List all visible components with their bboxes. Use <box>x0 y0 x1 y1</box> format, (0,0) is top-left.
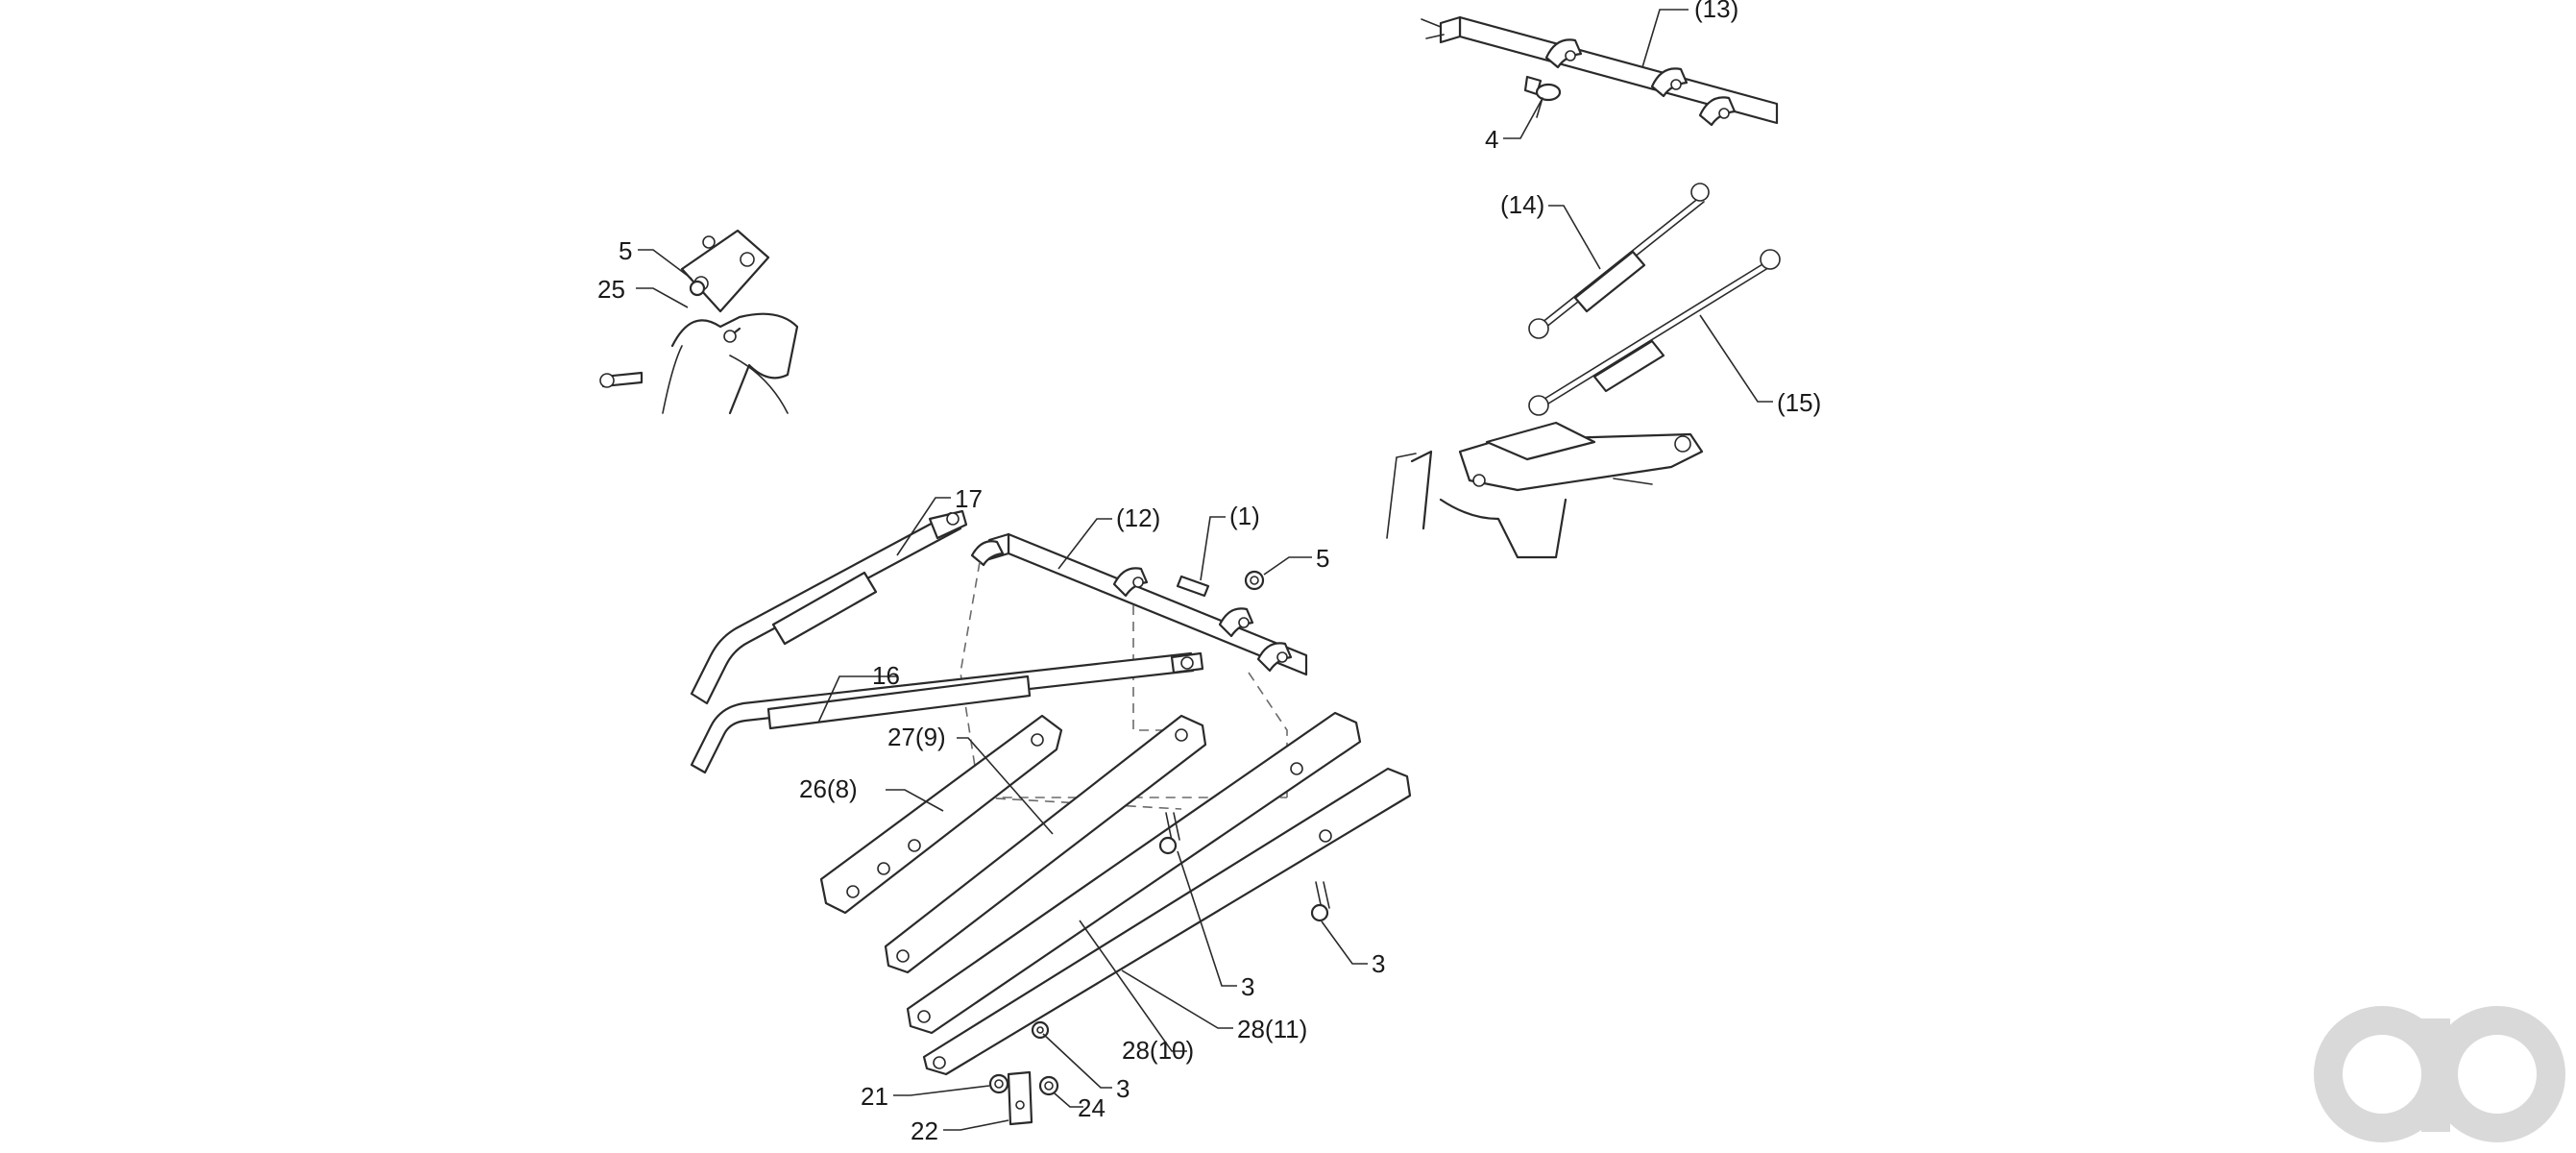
callout-27-9: 27(9) <box>887 723 946 751</box>
part-24-nut <box>1038 1075 1059 1096</box>
part-14-turnbuckle <box>1528 183 1710 339</box>
callout-12: (12) <box>1116 503 1160 532</box>
callout-17: 17 <box>955 484 983 513</box>
part-26-8-arm <box>819 714 1063 915</box>
callout-26-8: 26(8) <box>799 774 858 803</box>
part-22-plate <box>1007 1070 1033 1126</box>
part-1-pin <box>1176 575 1210 598</box>
callout-14: (14) <box>1500 190 1544 219</box>
part-16-top-link <box>690 651 1204 774</box>
part-27-9-arm <box>884 714 1207 974</box>
callout-3-c: 3 <box>1116 1074 1130 1103</box>
callout-24: 24 <box>1078 1093 1106 1122</box>
callout-3-b: 3 <box>1372 949 1385 978</box>
part-28-10-arm <box>906 711 1362 1035</box>
callout-3-a: 3 <box>1241 972 1254 1001</box>
callout-5-lower: 5 <box>1316 544 1329 573</box>
leader-lines <box>636 9 1773 1131</box>
part-5-nut-lower <box>1244 570 1265 591</box>
part-12-crossbar <box>970 532 1308 676</box>
callout-1: (1) <box>1229 502 1260 530</box>
mounting-bracket <box>1386 421 1704 559</box>
callout-15: (15) <box>1777 388 1821 417</box>
callout-16: 16 <box>872 661 900 690</box>
callout-28-11: 28(11) <box>1237 1015 1307 1043</box>
part-21-washer <box>988 1073 1009 1094</box>
part-13-crossbar <box>1421 15 1779 127</box>
part-15-turnbuckle <box>1528 249 1781 416</box>
callout-labels: (13) 4 (14) (15) 5 25 17 (12) (1) 5 16 2… <box>597 0 1821 1145</box>
callout-21: 21 <box>861 1082 888 1111</box>
part-17-top-link <box>690 509 968 705</box>
ao-logo-icon <box>2314 1006 2565 1142</box>
part-3-bolt-b <box>1310 881 1330 922</box>
callout-5-upper: 5 <box>619 236 632 265</box>
callout-28-10: 28(10) <box>1122 1036 1194 1065</box>
part-3-bolt-a <box>1158 812 1180 855</box>
part-5-nut-upper <box>689 280 706 297</box>
callout-4: 4 <box>1485 125 1498 154</box>
callout-25: 25 <box>597 275 625 304</box>
callout-13: (13) <box>1694 0 1738 23</box>
callout-22: 22 <box>911 1116 938 1145</box>
part-28-11-arm <box>922 767 1412 1076</box>
